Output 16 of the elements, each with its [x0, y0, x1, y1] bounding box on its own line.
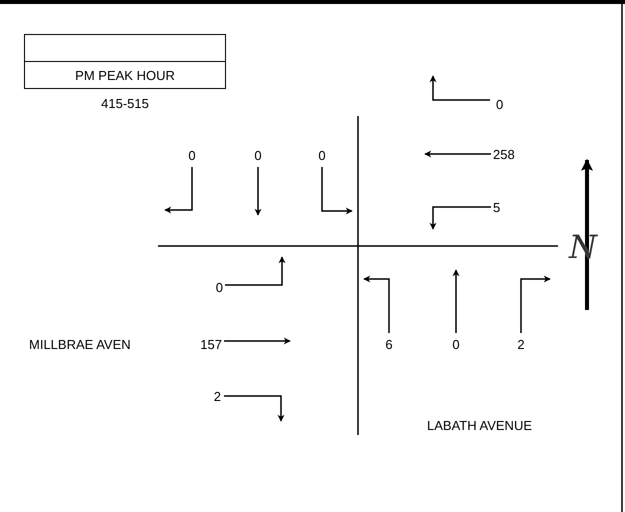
turn-count: 0: [496, 97, 504, 112]
turn-count: 2: [517, 337, 525, 352]
street-name: LABATH AVENUE: [427, 418, 532, 433]
turn-count: 258: [493, 147, 515, 162]
time-range: 415-515: [101, 96, 149, 111]
turn-count: 0: [452, 337, 460, 352]
title-box: PM PEAK HOUR: [24, 61, 226, 89]
turn-count: 5: [493, 200, 500, 215]
turn-count: 157: [200, 337, 222, 352]
turn-count: 2: [214, 389, 221, 404]
turn-count: 0: [216, 280, 223, 295]
turn-count: 6: [385, 337, 393, 352]
street-name: MILLBRAE AVEN: [29, 337, 131, 352]
turn-count: 0: [254, 148, 262, 163]
turn-count: 0: [188, 148, 196, 163]
turn-count: 0: [318, 148, 326, 163]
